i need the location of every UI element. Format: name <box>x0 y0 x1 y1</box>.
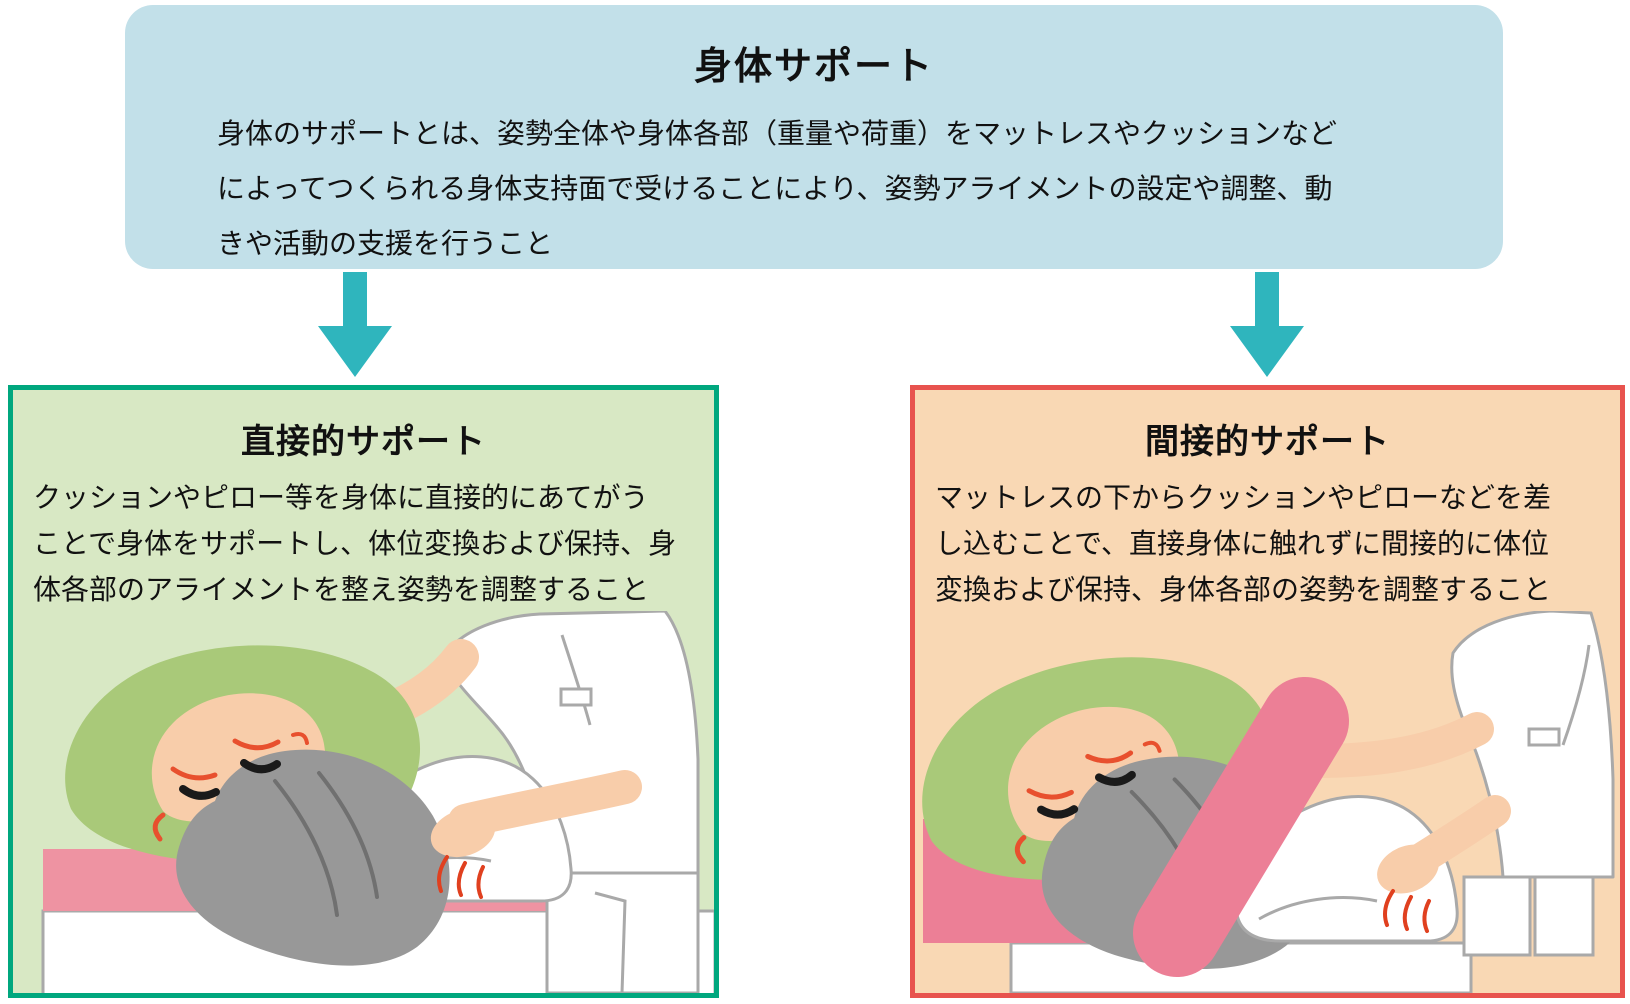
definition-box-body-support: 身体サポート 身体のサポートとは、姿勢全体や身体各部（重量や荷重）をマットレスや… <box>125 5 1503 269</box>
direct-support-text-line: クッションやピロー等を身体に直接的にあてがう <box>33 482 649 513</box>
closed-eye <box>240 759 281 774</box>
card-indirect-support: 間接的サポート マットレスの下からクッションやピローなどを差 し込むことで、直接… <box>910 385 1625 998</box>
caregiver-hand <box>1377 844 1439 894</box>
caregiver-upper-arm <box>1300 712 1494 778</box>
hair-strand <box>273 779 339 917</box>
motion-lines <box>437 855 485 899</box>
arrow-down-left-icon <box>318 272 392 377</box>
direct-support-title: 直接的サポート <box>241 423 486 461</box>
eyebrow <box>170 766 218 781</box>
arrow-down-right-icon <box>1230 272 1304 377</box>
chest-pocket <box>559 687 593 707</box>
definition-text: 身体のサポートとは、姿勢全体や身体各部（重量や荷重）をマットレスやクッションなど… <box>125 106 1503 271</box>
caregiver-hand <box>430 808 496 858</box>
trousers <box>1462 875 1595 957</box>
illustration-indirect-support <box>922 611 1615 993</box>
direct-support-text: クッションやピロー等を身体に直接的にあてがう ことで身体をサポートし、体位変換お… <box>13 475 714 613</box>
illustration-direct-support <box>41 611 714 993</box>
chest-pocket <box>1527 727 1561 747</box>
closed-eye <box>1094 770 1136 786</box>
indirect-support-text: マットレスの下からクッションやピローなどを差 し込むことで、直接身体に触れずに間… <box>915 475 1620 613</box>
eyebrow <box>232 738 281 751</box>
caregiver-figure <box>1450 611 1615 957</box>
ear <box>152 812 166 842</box>
caregiver-figure <box>441 611 700 993</box>
motion-lines <box>1383 889 1431 933</box>
page-title: 身体サポート <box>693 46 934 88</box>
indirect-support-title: 間接的サポート <box>1145 423 1390 461</box>
indirect-support-text-line: し込むことで、直接身体に触れずに間接的に体位 <box>935 528 1550 559</box>
card-direct-support: 直接的サポート クッションやピロー等を身体に直接的にあてがう ことで身体をサポー… <box>8 385 719 998</box>
sleeve-seam <box>1561 644 1591 746</box>
eyebrow <box>1085 750 1134 764</box>
definition-text-line: によってつくられる身体支持面で受けることにより、姿勢アライメントの設定や調整、動 <box>217 173 1333 204</box>
hair-curl <box>1142 740 1162 753</box>
trousers <box>545 871 700 993</box>
ear <box>1014 835 1027 865</box>
closed-eye <box>1037 805 1079 819</box>
patient-head <box>151 693 450 966</box>
sleeve-seam <box>560 634 592 726</box>
hair <box>176 749 450 966</box>
hair-curl <box>291 732 309 745</box>
indirect-support-text-line: マットレスの下からクッションやピローなどを差 <box>935 482 1552 513</box>
indirect-support-text-line: 変換および保持、身体各部の姿勢を調整すること <box>935 574 1552 605</box>
eyebrow <box>1026 788 1074 800</box>
lifted-mattress <box>1133 677 1349 977</box>
hair-strand <box>317 771 379 899</box>
direct-support-text-line: 体各部のアライメントを整え姿勢を調整すること <box>33 574 650 605</box>
direct-support-text-line: ことで身体をサポートし、体位変換および保持、身 <box>33 528 677 559</box>
closed-eye <box>179 785 220 800</box>
definition-text-line: きや活動の支援を行うこと <box>217 228 554 259</box>
definition-text-line: 身体のサポートとは、姿勢全体や身体各部（重量や荷重）をマットレスやクッションなど <box>217 118 1338 149</box>
